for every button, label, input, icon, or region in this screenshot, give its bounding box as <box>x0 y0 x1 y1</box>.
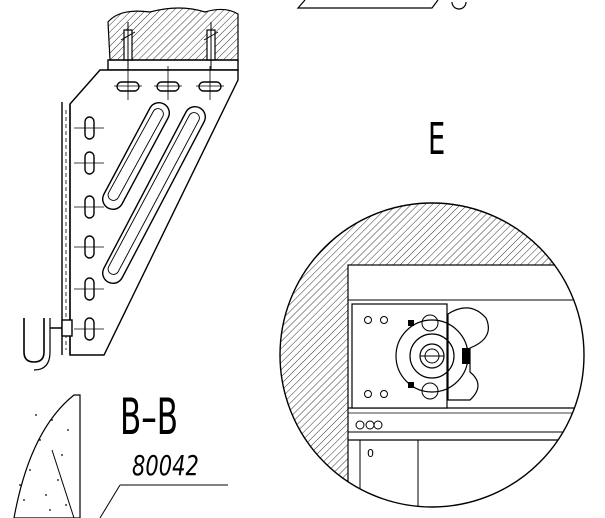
top-fragment <box>296 0 467 10</box>
bracket-drawing <box>23 59 239 371</box>
small-label: 0 <box>367 447 374 460</box>
detail-label: E <box>428 114 446 165</box>
part-number-label: 80042 <box>132 449 199 482</box>
section-drawing <box>13 394 228 518</box>
wall-section <box>107 7 239 78</box>
section-label: B–B <box>120 388 179 446</box>
detail-circle-drawing <box>279 202 585 508</box>
